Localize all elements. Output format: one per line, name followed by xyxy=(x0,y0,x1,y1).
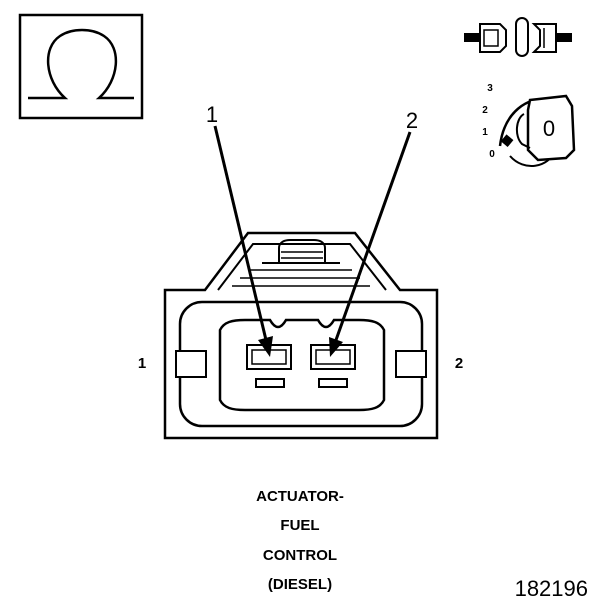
ignition-key-icon: 0 1 2 3 0 xyxy=(482,83,576,168)
pointer-2-label: 2 xyxy=(406,108,418,133)
side-label-1: 1 xyxy=(138,355,146,372)
connector-face xyxy=(163,231,439,440)
key-position-0: 0 xyxy=(489,149,495,160)
key-label: 0 xyxy=(543,116,555,141)
ohm-meter-icon xyxy=(18,13,144,120)
caption-line-2: FUEL xyxy=(280,517,320,534)
side-label-2: 2 xyxy=(455,355,463,372)
pointer-2 xyxy=(329,131,412,357)
figure-number: 182196 xyxy=(514,576,588,601)
pointer-1 xyxy=(213,125,273,357)
caption-line-4: (DIESEL) xyxy=(267,576,333,593)
caption-line-3: CONTROL xyxy=(262,547,338,564)
pointer-1-label: 1 xyxy=(206,102,218,127)
key-position-1: 1 xyxy=(482,127,488,138)
key-position-3: 3 xyxy=(487,83,493,94)
caption-line-1: ACTUATOR- xyxy=(256,488,344,505)
disconnect-connector-icon xyxy=(464,17,572,57)
key-position-2: 2 xyxy=(482,105,488,116)
